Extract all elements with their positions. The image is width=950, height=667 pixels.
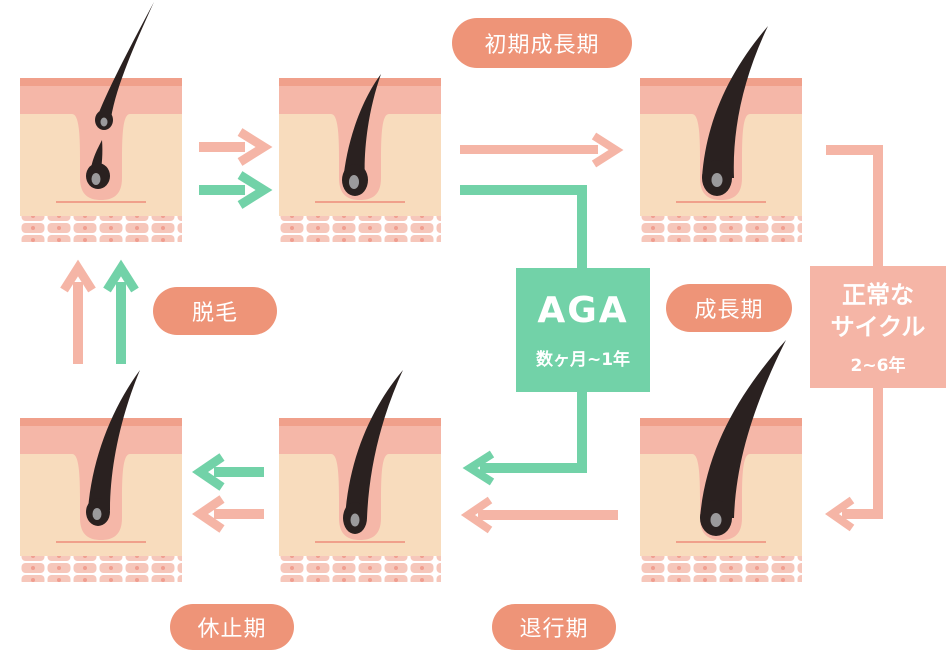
label-shedding: 脱毛	[153, 287, 277, 335]
skin-tile-shedding	[20, 2, 182, 242]
aga-cycle-box: AGA 数ヶ月~1年	[516, 268, 650, 392]
normal-title-line1: 正常な	[842, 280, 914, 309]
arrow-early-to-growth	[460, 132, 624, 168]
normal-cycle-box: 正常な サイクル 2~6年	[810, 266, 946, 388]
skin-tile-growth	[640, 26, 802, 242]
normal-title-line2: サイクル	[830, 312, 926, 341]
skin-tile-resting	[20, 370, 182, 582]
arrow-resting-to-shed-aga	[103, 259, 139, 364]
arrow-regression-to-resting-aga	[192, 453, 264, 491]
label-growth: 成長期	[666, 284, 792, 332]
aga-duration: 数ヶ月~1年	[535, 350, 631, 370]
aga-title: AGA	[537, 290, 629, 331]
arrow-regression-to-resting-normal	[192, 495, 264, 533]
label-early-growth: 初期成長期	[452, 18, 632, 68]
skin-tile-regression	[279, 370, 441, 582]
arrow-resting-to-shed-normal	[60, 259, 96, 364]
label-regression: 退行期	[492, 604, 616, 650]
label-resting: 休止期	[170, 604, 294, 650]
skin-tile-early-growth	[279, 74, 441, 242]
normal-duration: 2~6年	[850, 355, 906, 376]
arrow-growth-to-regression	[460, 496, 618, 534]
arrow-shed-to-early-normal	[199, 128, 273, 166]
skin-tile-growth-long	[640, 340, 802, 582]
arrow-shed-to-early-aga	[199, 171, 273, 209]
